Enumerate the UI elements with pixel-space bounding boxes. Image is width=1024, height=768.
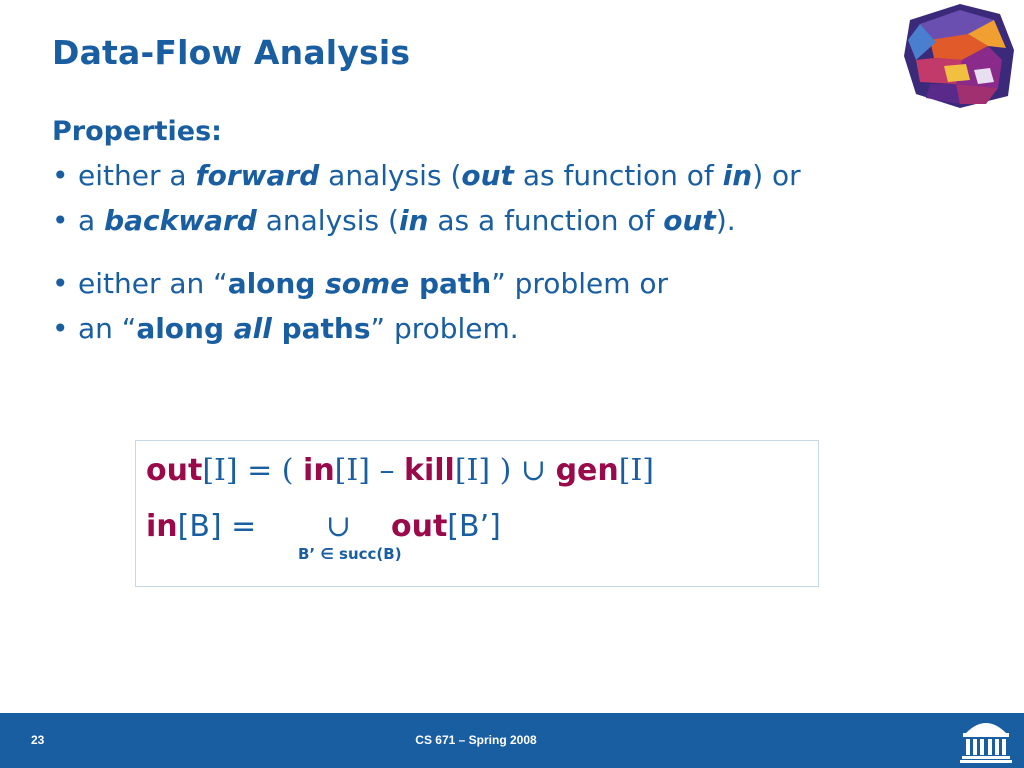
formula-text: [B’] <box>447 509 501 544</box>
bullet-term: in <box>722 159 753 192</box>
bullet-text: ” problem or <box>491 267 669 300</box>
bullet-text: a <box>78 204 105 237</box>
formula-text: [I] = ( <box>202 453 304 488</box>
bullet-text: analysis ( <box>319 159 462 192</box>
formula-keyword: in <box>146 509 178 544</box>
bullet-term: along <box>136 312 234 345</box>
formula-text: [I] ) <box>454 453 521 488</box>
bullet-text: analysis ( <box>256 204 399 237</box>
bullet-term: all <box>233 312 272 345</box>
bullet-text: ” problem. <box>370 312 519 345</box>
bullet-text: an “ <box>78 312 137 345</box>
big-union-symbol: ∪ <box>325 509 351 544</box>
bullet-dot: • <box>52 159 69 192</box>
bullet-term: forward <box>195 159 320 192</box>
union-symbol: ∪ <box>520 453 547 488</box>
formula-text: [I] <box>618 453 655 488</box>
slide-title: Data-Flow Analysis <box>52 33 411 72</box>
bullet-dot: • <box>52 312 69 345</box>
formula-keyword: out <box>146 453 203 488</box>
bullet-term: backward <box>104 204 257 237</box>
content-area: Properties: • either a forward analysis (… <box>52 116 992 351</box>
formula-box: out[I] = ( in[I] – kill[I] ) ∪ gen[I] in… <box>135 440 819 587</box>
bullet-term: along <box>227 267 326 300</box>
bullet-backward: • a backward analysis (in as a function o… <box>52 198 992 243</box>
footer-bar: 23 CS 671 – Spring 2008 <box>0 713 1024 768</box>
bullet-term: some <box>325 267 410 300</box>
bullet-all-paths: • an “along all paths” problem. <box>52 306 992 351</box>
bullet-term: in <box>398 204 429 237</box>
cube-logo-image <box>904 4 1014 108</box>
bullet-forward: • either a forward analysis (out as funct… <box>52 153 992 198</box>
bullet-term: out <box>663 204 716 237</box>
bullet-dot: • <box>52 267 69 300</box>
formula-text <box>546 453 556 488</box>
formula-text: [B] = <box>177 509 266 544</box>
formula-text: [I] – <box>334 453 405 488</box>
bullet-text: as function of <box>513 159 723 192</box>
bullet-text: either an “ <box>78 267 228 300</box>
formula-line-out: out[I] = ( in[I] – kill[I] ) ∪ gen[I] <box>146 453 654 488</box>
bullet-term: paths <box>271 312 371 345</box>
formula-line-in: in[B] = ∪ out[B’] <box>146 509 501 544</box>
bullet-text: ) or <box>752 159 801 192</box>
bullet-some-path: • either an “along some path” problem or <box>52 261 992 306</box>
bullet-text: either a <box>78 159 196 192</box>
properties-heading: Properties: <box>52 116 222 147</box>
bullet-term: path <box>409 267 492 300</box>
formula-keyword: out <box>390 509 448 544</box>
rotunda-logo-icon <box>960 723 1012 763</box>
union-subscript: B’ ∈ succ(B) <box>298 545 402 563</box>
course-label: CS 671 – Spring 2008 <box>415 733 537 747</box>
bullet-term: out <box>461 159 514 192</box>
slide-number: 23 <box>31 733 45 747</box>
bullet-text: ). <box>715 204 736 237</box>
bullet-dot: • <box>52 204 69 237</box>
formula-keyword: in <box>303 453 335 488</box>
formula-keyword: kill <box>404 453 455 488</box>
bullet-gap <box>52 243 992 261</box>
formula-keyword: gen <box>555 453 619 488</box>
bullet-text: as a function of <box>428 204 664 237</box>
